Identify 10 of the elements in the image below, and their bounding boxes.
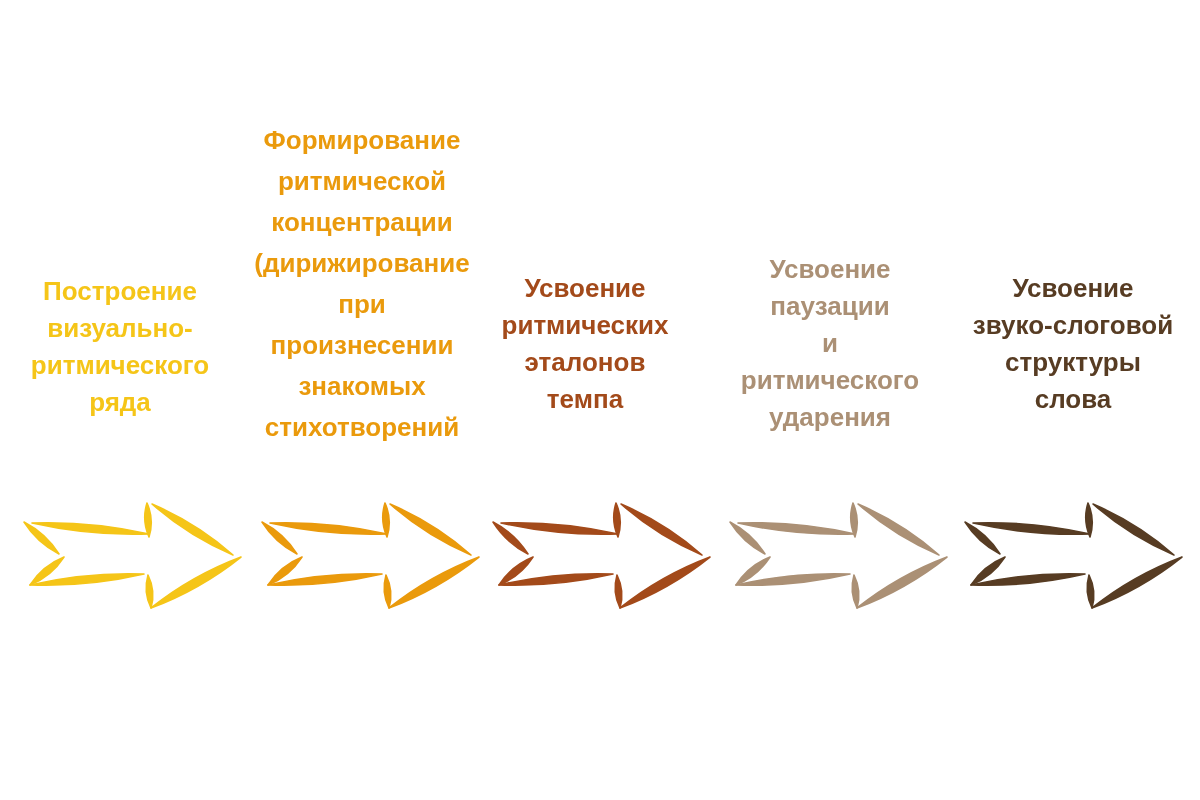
brush-pointer-shape: [22, 501, 244, 611]
brush-pointer-shape: [963, 501, 1185, 611]
brush-pointer-shape: [491, 501, 713, 611]
step-text: Построение визуально-ритмического ряда: [30, 273, 210, 421]
brush-pointer-shape: [728, 501, 950, 611]
brush-pointer-shape: [260, 501, 482, 611]
step-text: Усвоение ритмических эталонов темпа: [501, 270, 669, 418]
step-text: Усвоение паузации и ритмического ударения: [740, 251, 920, 436]
step-text: Формирование ритмической концентрации (дирижирование при произнесении знакомых стихотворений: [254, 120, 470, 448]
step-text: Усвоение звуко-слоговой структуры слова: [972, 270, 1174, 418]
